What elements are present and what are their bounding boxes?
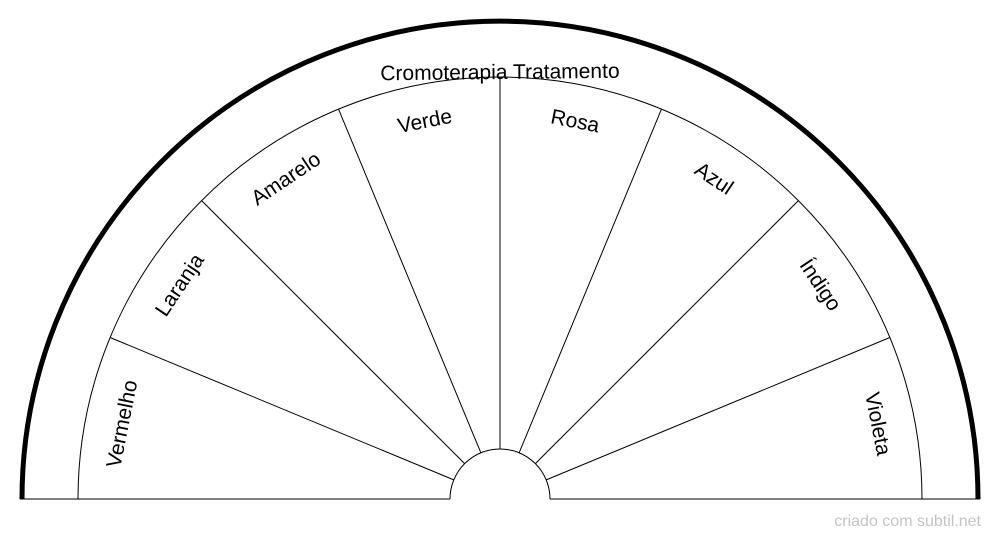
sector-label-8: Violeta — [860, 390, 895, 457]
sector-label-5: Rosa — [549, 105, 602, 137]
sector-dividers — [109, 77, 891, 481]
outer-arc — [19, 18, 981, 500]
sector-divider — [518, 108, 662, 454]
watermark: criado com subtil.net — [834, 513, 981, 530]
sector-label-6: Azul — [691, 158, 738, 200]
sector-divider — [201, 200, 465, 464]
sector-divider — [535, 200, 799, 464]
sector-label-4: Verde — [396, 105, 454, 138]
sector-divider — [545, 337, 891, 481]
sector-divider — [338, 108, 482, 454]
hub-arc — [449, 448, 551, 500]
sector-label-7: Índigo — [795, 255, 846, 315]
sector-label-1: Vermelho — [102, 378, 142, 470]
sector-label-2: Laranja — [151, 249, 209, 320]
sector-divider — [109, 337, 455, 481]
sector-label-3: Amarelo — [247, 148, 325, 211]
sector-labels: Vermelho Laranja Amarelo Verde RosaAzulÍndig… — [102, 105, 895, 470]
